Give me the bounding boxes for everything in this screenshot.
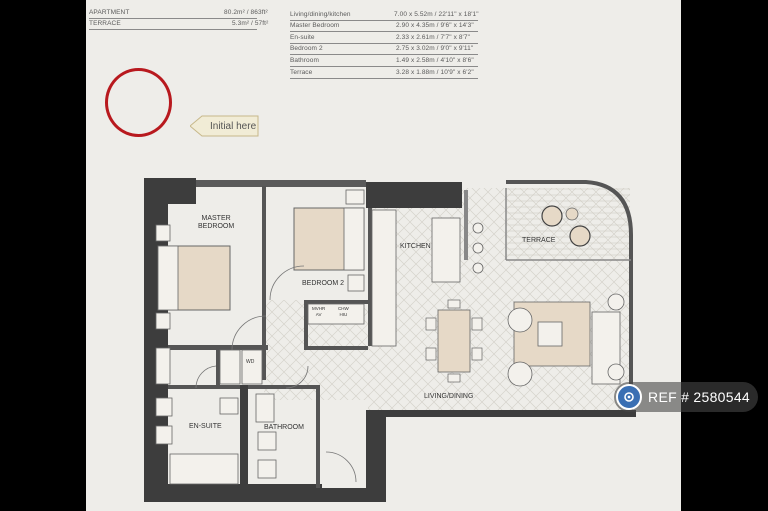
summary-terrace-label: TERRACE — [89, 20, 121, 27]
divider — [89, 29, 257, 30]
room-value-ensuite: 2.33 x 2.61m / 7'7" x 8'7" — [396, 34, 471, 41]
bedroom2-label: BEDROOM 2 — [302, 280, 345, 287]
room-label-ensuite: En-suite — [290, 34, 315, 41]
room-label-master: Master Bedroom — [290, 22, 340, 29]
room-value-master: 2.90 x 4.35m / 9'6" x 14'3" — [396, 22, 474, 29]
divider — [290, 54, 478, 55]
divider — [290, 31, 478, 32]
room-value-terrace: 3.28 x 1.88m / 10'9" x 6'2" — [396, 69, 474, 76]
initial-circle[interactable] — [105, 68, 172, 137]
wd-label: WD — [246, 359, 255, 365]
living-dining-label: LIVING/DINING — [424, 393, 474, 400]
divider — [290, 66, 478, 67]
terrace-label: TERRACE — [522, 237, 556, 244]
divider — [290, 78, 478, 79]
mvhr-label: MVHR AV — [312, 306, 326, 317]
reference-badge: REF # 2580544 — [614, 382, 758, 412]
floor-plan-sheet: APARTMENT 80.2m² / 863ft² TERRACE 5.3m² … — [86, 0, 681, 511]
divider — [290, 43, 478, 44]
chw-label: CHW HIU — [338, 306, 349, 317]
summary-apartment-value: 80.2m² / 863ft² — [224, 9, 268, 16]
divider — [89, 18, 257, 19]
room-label-living: Living/dining/kitchen — [290, 11, 351, 18]
bathroom-label: BATHROOM — [264, 424, 304, 431]
camera-icon — [616, 384, 643, 410]
divider — [290, 20, 478, 21]
kitchen-label: KITCHEN — [400, 243, 431, 250]
room-value-living: 7.00 x 5.52m / 22'11" x 18'1" — [394, 11, 479, 18]
arrow-tag-icon — [190, 115, 259, 137]
room-label-bedroom2: Bedroom 2 — [290, 45, 323, 52]
initial-here-label: Initial here — [210, 121, 257, 132]
master-bedroom-label: MASTER BEDROOM — [198, 215, 235, 230]
room-label-terrace: Terrace — [290, 69, 313, 76]
summary-terrace-value: 5.3m² / 57ft² — [232, 20, 269, 27]
floor-plan-drawing — [144, 178, 636, 502]
reference-text: REF # 2580544 — [648, 389, 750, 405]
room-label-bathroom: Bathroom — [290, 57, 319, 64]
ensuite-label: EN-SUITE — [189, 423, 222, 430]
room-value-bathroom: 1.49 x 2.58m / 4'10" x 8'6" — [396, 57, 474, 64]
summary-apartment-label: APARTMENT — [89, 9, 130, 16]
room-value-bedroom2: 2.75 x 3.02m / 9'0" x 9'11" — [396, 45, 474, 52]
